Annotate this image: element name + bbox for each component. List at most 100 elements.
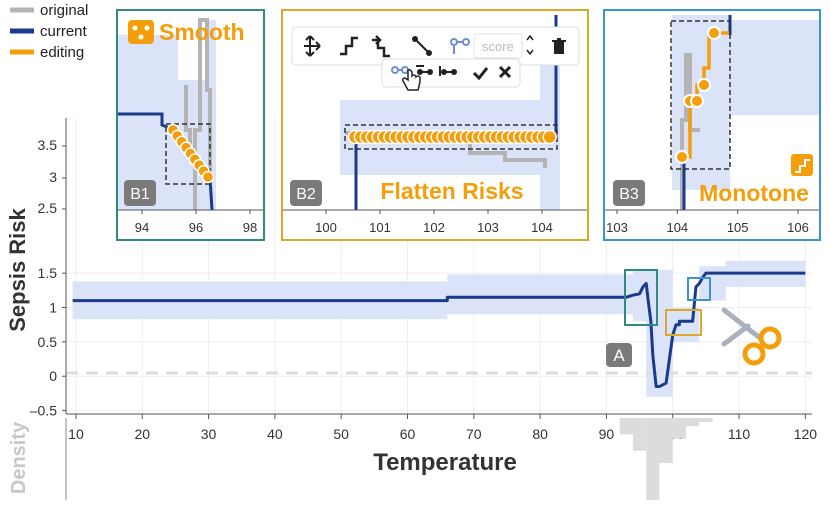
panel-smooth-badge: B1 [124,180,156,206]
x-tick-label: 120 [794,426,818,442]
x-tick-label: 110 [728,426,751,442]
y-axis-ticks: –0.5 0 0.5 1 1.5 [30,265,66,419]
panel-x-tick-label: 96 [189,220,203,235]
panel-monotone-badge: B3 [613,180,645,206]
y-tick-label: 2.5 [38,200,58,216]
x-tick-label: 20 [134,426,150,442]
monotone-region-box[interactable] [687,277,711,301]
panel-monotone-title: Monotone [699,180,809,206]
density-bar [659,418,673,464]
y-tick-labels-upper: 3.5 3 2.5 [38,137,66,216]
interpolate-icon[interactable] [412,36,432,56]
panel-x-tick-label: 106 [787,220,809,235]
panel-flatten-selection[interactable] [344,124,558,150]
editing-point[interactable] [707,26,721,40]
monotone-icon [791,154,813,176]
current-line [72,271,806,389]
legend-label-original: original [40,2,88,19]
panel-smooth-badge-text: B1 [130,186,150,203]
series-current [72,271,806,389]
flatten-region-box[interactable] [665,309,702,336]
annotation-a-text: A [613,346,625,365]
move-icon[interactable] [304,35,321,57]
node-link-end-icon[interactable] [439,66,457,76]
density-bar [699,418,713,423]
align-icon[interactable] [450,38,470,54]
editing-point[interactable] [675,150,689,164]
step-decreasing-icon[interactable] [372,35,390,58]
score-input[interactable] [473,33,523,59]
panel-smooth-header: Smooth [128,19,245,45]
annotation-a-badge [606,343,632,367]
y-tick-label: 1 [49,300,57,316]
panel-smooth-selection[interactable] [165,123,211,185]
confidence-band-area [72,260,806,397]
x-axis-title: Temperature [373,449,517,476]
trash-icon[interactable] [552,38,566,54]
panel-x-tick-label: 104 [531,220,553,235]
density-bar [646,418,660,500]
score-stepper[interactable] [526,34,534,56]
x-tick-label: 40 [267,426,283,442]
legend-label-current: current [40,23,88,40]
panel-monotone-selection[interactable] [670,20,731,170]
density-label: Density [8,421,30,494]
score-placeholder: score [482,39,514,54]
y-tick-label: 3 [49,169,57,185]
density-bar [686,418,700,427]
panel-monotone: 103 104 105 106 Monotone B3 [603,9,821,241]
editing-point[interactable] [697,78,711,92]
density-bar [619,418,633,435]
panel-monotone-badge-text: B3 [619,186,639,203]
panel-x-tick-label: 104 [666,220,688,235]
y-tick-label: 3.5 [38,137,58,153]
x-tick-label: 30 [201,426,217,442]
panel-smooth-editing-points [166,123,215,184]
annotation-a: A [606,343,632,367]
x-tick-label: 10 [68,426,84,442]
panel-flatten-editing-points [347,129,557,145]
panel-x-tick-label: 98 [243,220,257,235]
confidence-band [72,260,806,397]
density-plot: Density [8,418,713,500]
x-tick-label: 80 [532,426,548,442]
x-tick-label: 90 [599,426,615,442]
close-icon[interactable] [498,65,512,79]
panel-x-tick-label: 103 [606,220,628,235]
editing-point[interactable] [542,129,557,145]
y-tick-label: –0.5 [30,403,57,419]
legend: original current editing [10,2,88,61]
x-tick-label: 50 [333,426,349,442]
editing-point[interactable] [690,94,704,108]
y-tick-label: 0.5 [38,334,58,350]
y-tick-label: 1.5 [38,265,58,281]
panel-x-tick-label: 103 [477,220,499,235]
density-bar [632,418,647,451]
x-tick-label: 60 [400,426,416,442]
panel-flatten-badge: B2 [290,180,322,206]
editing-toolbar: score [291,26,580,91]
panel-x-tick-label: 101 [369,220,391,235]
panel-x-tick-label: 105 [727,220,749,235]
x-tick-label: 70 [466,426,482,442]
editing-point[interactable] [201,170,215,184]
y-tick-label: 0 [49,368,57,384]
panel-monotone-editing-points [675,26,721,164]
panel-x-tick-label: 102 [423,220,445,235]
panel-smooth-original-line-2 [184,85,192,145]
panel-flatten-title: Flatten Risks [380,178,523,204]
hand-cursor-icon [402,69,421,91]
scissors-icon[interactable] [721,307,782,366]
step-increasing-icon[interactable] [340,36,358,56]
density-bar [672,418,687,439]
panel-flatten-badge-text: B2 [296,186,316,203]
smooth-region-box[interactable] [624,269,658,326]
y-axis-title: Sepsis Risk [5,207,30,331]
check-icon[interactable] [472,67,489,81]
panel-monotone-x-ticks: 103 104 105 106 [606,210,809,235]
node-link-alt-icon[interactable] [416,65,433,75]
